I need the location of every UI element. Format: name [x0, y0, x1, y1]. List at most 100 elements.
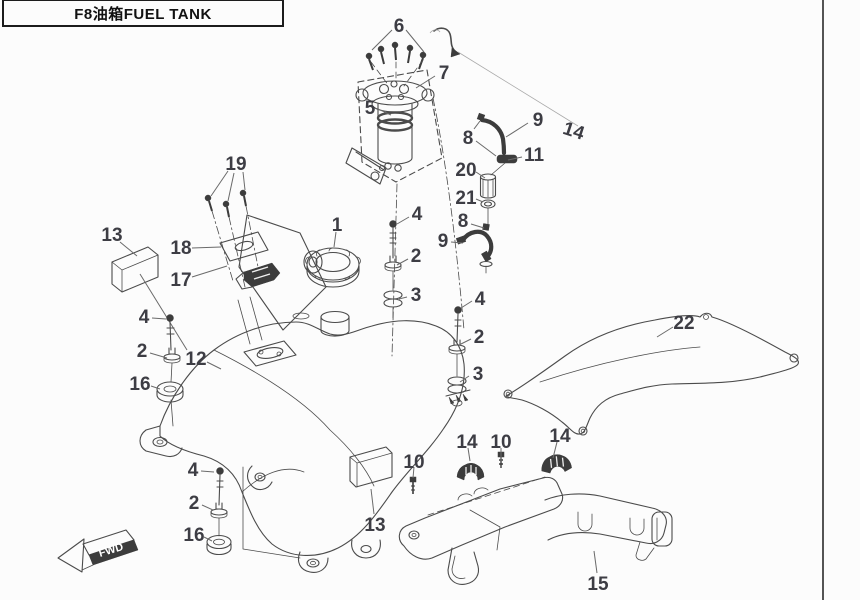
- callout-leader-8: [473, 120, 481, 130]
- tank-facet: [241, 468, 305, 493]
- callout-17: 17: [170, 270, 191, 291]
- tank-ridge: [213, 349, 375, 487]
- callout-2: 2: [474, 327, 485, 348]
- callout-leader-9: [505, 122, 529, 138]
- grommet-16: [206, 534, 232, 556]
- callout-6: 6: [394, 16, 405, 37]
- callout-leader-1: [333, 231, 337, 248]
- fuel-cap: [305, 247, 361, 288]
- pump-bracket: [345, 147, 387, 185]
- callout-leader-19: [210, 170, 229, 197]
- bolt-column-bottom-left: [206, 466, 301, 559]
- callout-leader-9: [450, 241, 464, 244]
- callout-2: 2: [411, 246, 422, 267]
- heat-shield: [503, 312, 799, 436]
- pad-13-lower: [349, 446, 393, 488]
- callout-leader-4: [460, 300, 473, 309]
- callout-leader-8: [470, 223, 485, 229]
- bolt-column-right: [447, 306, 467, 394]
- bolt-4: [216, 467, 224, 475]
- tank-front-tabs: [297, 539, 381, 573]
- callout-1: 1: [332, 215, 343, 236]
- callout-19: 19: [225, 154, 246, 175]
- elbow-fitting: [496, 154, 518, 164]
- fuel-tank-body: [139, 310, 471, 573]
- tank-recess: [243, 340, 297, 367]
- bolt-column-top: [383, 220, 403, 319]
- callout-10: 10: [403, 452, 424, 473]
- rubber-clip: [235, 262, 281, 290]
- vent-hose-sketch: [429, 27, 579, 127]
- bolt-4: [454, 306, 462, 314]
- callout-9: 9: [438, 231, 449, 252]
- bolt-column-left: [156, 314, 184, 427]
- callout-leader-2: [458, 338, 472, 346]
- callout-12: 12: [185, 349, 206, 370]
- pump-dashed-box: [357, 69, 443, 183]
- filler-neck: [292, 310, 350, 337]
- mounting-bracket-assembly: [398, 451, 673, 585]
- bolt-4: [166, 314, 174, 322]
- callout-leader-15: [593, 550, 598, 574]
- callout-leader-19: [227, 172, 235, 202]
- callout-leader-8: [475, 140, 497, 157]
- callout-14: 14: [560, 118, 587, 145]
- callout-layer: 6758911142021891913181714234216124232214…: [101, 16, 694, 595]
- callout-leader-10: [412, 466, 415, 479]
- callout-7: 7: [439, 63, 450, 84]
- callout-leader-2: [396, 258, 409, 266]
- retainer-plate: [219, 231, 269, 262]
- bolt-10-left: [409, 476, 417, 494]
- callout-5: 5: [365, 98, 376, 119]
- fuel-hose-lower: [460, 229, 494, 259]
- grommet-16: [156, 381, 184, 403]
- fwd-arrow: FWD: [57, 529, 139, 573]
- callout-15: 15: [587, 574, 609, 595]
- callout-leader-5: [377, 108, 392, 116]
- callout-leader-17: [191, 265, 228, 278]
- callout-13: 13: [101, 225, 122, 246]
- callout-leader-4: [200, 470, 215, 473]
- bracket-legs: [237, 296, 263, 345]
- callout-8: 8: [463, 128, 474, 149]
- callout-leader-11: [507, 156, 523, 161]
- callout-21: 21: [455, 188, 477, 209]
- pump-flange: [355, 80, 435, 113]
- callout-9: 9: [533, 110, 544, 131]
- callout-leader-18: [191, 246, 222, 249]
- callout-leader-21: [475, 198, 484, 203]
- cap-knurls: [305, 247, 361, 280]
- callout-4: 4: [139, 307, 150, 328]
- callout-18: 18: [170, 238, 191, 259]
- pump-body: [376, 103, 414, 172]
- callout-11: 11: [524, 145, 545, 166]
- callout-4: 4: [475, 289, 486, 310]
- pump-screws: [365, 41, 427, 71]
- callout-leader-16: [203, 536, 213, 542]
- callout-leader-2: [201, 504, 214, 511]
- rubber-clamp-14-left: [456, 462, 485, 481]
- screw-paths: [211, 205, 260, 288]
- callout-16: 16: [129, 374, 150, 395]
- grommet-3: [447, 376, 467, 394]
- callout-leader-13: [370, 488, 375, 515]
- callout-14: 14: [456, 432, 478, 453]
- page-title: F8油箱FUEL TANK: [74, 5, 212, 23]
- callout-4: 4: [412, 204, 423, 225]
- callout-leader-20: [475, 171, 486, 179]
- washer-2: [163, 347, 181, 364]
- pump-insert-line: [391, 183, 398, 357]
- callout-leader-7: [415, 75, 436, 89]
- callout-leader-14: [467, 447, 471, 462]
- hose-clamp-21: [480, 199, 496, 209]
- callout-16: 16: [183, 525, 204, 546]
- callout-leader-3: [459, 375, 470, 383]
- callout-leader-6: [371, 29, 393, 51]
- callout-leader-4: [396, 216, 410, 225]
- callout-leader-12: [206, 361, 222, 370]
- callout-14: 14: [549, 426, 571, 447]
- tank-ear-lower-left: [246, 465, 273, 491]
- callout-10: 10: [490, 432, 511, 453]
- callout-leader-13: [119, 241, 138, 257]
